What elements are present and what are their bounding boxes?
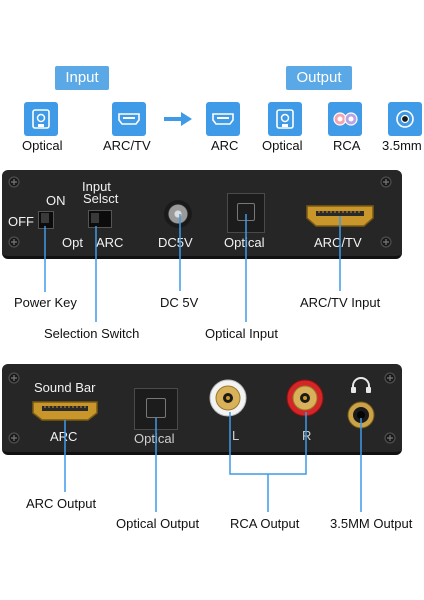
hdmi-icon: [206, 102, 240, 136]
callout-optical-output: Optical Output: [116, 516, 200, 531]
on-label: ON: [46, 193, 66, 208]
screw-icon: [380, 236, 392, 248]
legend-label-optical-input: Optical: [22, 138, 63, 153]
input-label: Input: [82, 179, 111, 194]
opt-label: Opt: [62, 235, 83, 250]
rca-right-label: R: [302, 428, 312, 443]
select-label: Selsct: [83, 191, 119, 206]
screw-icon: [8, 236, 20, 248]
callout-rca-output: RCA Output: [230, 516, 300, 531]
optical-output-shutter: [146, 398, 166, 418]
legend-label-arc: ARC: [211, 138, 239, 153]
headphone-jack-icon: [388, 102, 422, 136]
callout-dc-5v: DC 5V: [160, 295, 199, 310]
headphones-icon: [351, 377, 371, 393]
off-label: OFF: [8, 214, 34, 229]
sound-bar-label: Sound Bar: [34, 380, 96, 395]
legend-label-optical-output: Optical: [262, 138, 303, 153]
callout-power-key: Power Key: [14, 295, 77, 310]
rca-left-label: L: [232, 428, 240, 443]
legend-label-arctv: ARC/TV: [103, 138, 151, 153]
screw-icon: [8, 176, 20, 188]
hdmi-icon: [112, 102, 146, 136]
dc-label: DC5V: [158, 235, 193, 250]
output-badge: Output: [286, 66, 352, 90]
optical-icon: [24, 102, 58, 136]
callout-arctv-input: ARC/TV Input: [300, 295, 381, 310]
screw-icon: [8, 432, 20, 444]
input-badge: Input: [55, 66, 109, 90]
screw-icon: [384, 432, 396, 444]
screw-icon: [380, 176, 392, 188]
rca-left-jack[interactable]: [208, 378, 248, 418]
hdmi-arc-output-port[interactable]: [32, 400, 98, 422]
screw-icon: [8, 372, 20, 384]
arc-label: ARC: [96, 235, 124, 250]
dc-jack[interactable]: [164, 200, 192, 228]
back-arc-label: ARC: [50, 429, 78, 444]
hdmi-arctv-port[interactable]: [306, 204, 374, 228]
callout-arc-output: ARC Output: [26, 496, 97, 511]
callout-3-5mm-output: 3.5MM Output: [330, 516, 413, 531]
back-optical-label: Optical: [134, 431, 175, 446]
legend-label-rca: RCA: [333, 138, 361, 153]
arrow-right-icon: [164, 112, 192, 126]
rca-icon: [328, 102, 362, 136]
optical-icon: [268, 102, 302, 136]
power-key-lever: [41, 213, 49, 223]
arctv-label: ARC/TV: [314, 235, 362, 250]
headphone-jack[interactable]: [346, 400, 376, 430]
rca-right-jack[interactable]: [285, 378, 325, 418]
optical-label: Optical: [224, 235, 265, 250]
legend-label-3-5mm: 3.5mm: [382, 138, 422, 153]
callout-selection-switch: Selection Switch: [44, 326, 140, 341]
screw-icon: [384, 372, 396, 384]
optical-port-shutter: [237, 203, 255, 221]
selection-switch-lever: [91, 213, 99, 223]
callout-optical-input: Optical Input: [205, 326, 278, 341]
